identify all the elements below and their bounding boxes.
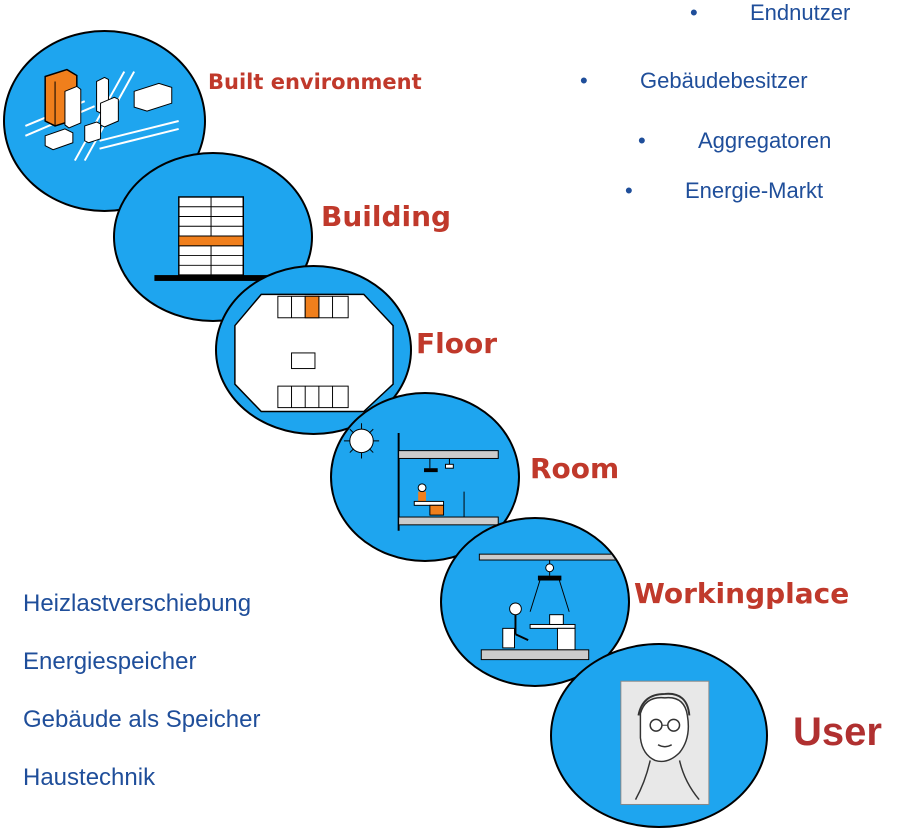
stakeholder-label: Gebäudebesitzer [640, 68, 808, 93]
level-label-user: User [793, 710, 882, 754]
bullet-dot: • [580, 68, 588, 93]
bullet-dot: • [690, 0, 698, 25]
level-label-built-environment: Built environment [208, 70, 422, 94]
level-label-floor: Floor [416, 327, 498, 360]
user-circle [550, 643, 768, 828]
measure-gebaeude-als-speicher: Gebäude als Speicher [23, 706, 261, 733]
building-illustration [154, 196, 270, 281]
city-blocks-illustration [24, 68, 179, 162]
measure-energiespeicher: Energiespeicher [23, 648, 197, 675]
level-label-building: Building [321, 200, 452, 233]
stakeholder-label: Energie-Markt [685, 178, 824, 203]
building-circle [113, 152, 313, 322]
measure-haustechnik: Haustechnik [23, 764, 156, 791]
bullet-dot: • [625, 178, 633, 203]
workingplace-illustration [478, 553, 619, 661]
stakeholder-label: Aggregatoren [698, 128, 832, 153]
user-sketch-illustration [620, 680, 710, 805]
room-section-illustration [343, 423, 499, 531]
bullet-dot: • [638, 128, 646, 153]
floor-plan-illustration [234, 293, 394, 413]
level-label-workingplace: Workingplace [634, 577, 850, 610]
measure-heizlastverschiebung: Heizlastverschiebung [23, 590, 252, 617]
level-label-room: Room [530, 452, 620, 485]
stakeholder-label: Endnutzer [750, 0, 851, 25]
